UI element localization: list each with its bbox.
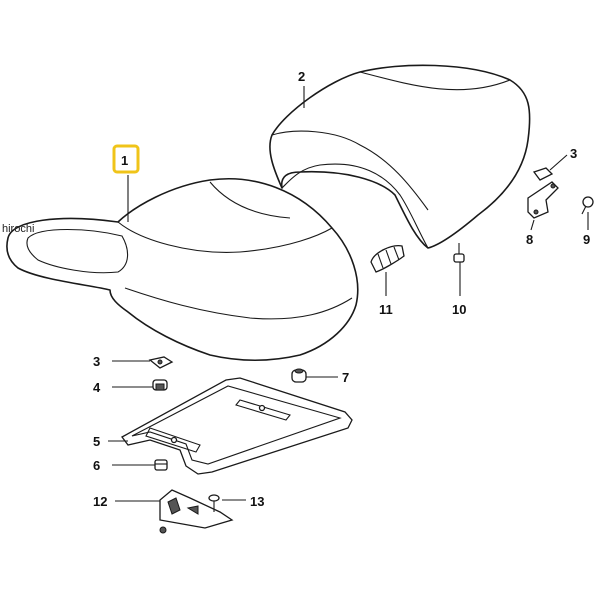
callout-8: 8: [526, 232, 533, 247]
callout-9: 9: [583, 232, 590, 247]
callout-3-left: 3: [93, 354, 100, 369]
callout-5: 5: [93, 434, 100, 449]
callout-7: 7: [342, 370, 349, 385]
watermark: hirochi: [2, 223, 34, 235]
front-seat: [6, 178, 359, 362]
buffer-7: [291, 368, 307, 383]
bolt-10: [453, 243, 465, 263]
seat-frame: [121, 377, 353, 475]
callout-2: 2: [298, 69, 305, 84]
callout-1: 1: [121, 153, 128, 168]
bracket-12: [159, 489, 234, 534]
clip-nut-3-left: [148, 356, 174, 369]
callout-11: 11: [379, 302, 393, 317]
buffer-11: [370, 245, 405, 273]
callout-6: 6: [93, 458, 100, 473]
leader-lines: [108, 86, 589, 502]
bracket-8: [527, 181, 559, 219]
callout-12: 12: [93, 494, 107, 509]
nut-6: [154, 459, 168, 471]
screw-13: [208, 494, 220, 512]
grommet-4: [152, 379, 168, 391]
callout-4: 4: [93, 380, 101, 395]
callout-13: 13: [250, 494, 264, 509]
rear-seat: [269, 64, 531, 249]
callout-10: 10: [452, 302, 466, 317]
highlight-box: [112, 144, 140, 174]
screw-9: [581, 196, 594, 215]
callout-3-right: 3: [570, 146, 577, 161]
clip-nut-3-right: [532, 167, 554, 181]
